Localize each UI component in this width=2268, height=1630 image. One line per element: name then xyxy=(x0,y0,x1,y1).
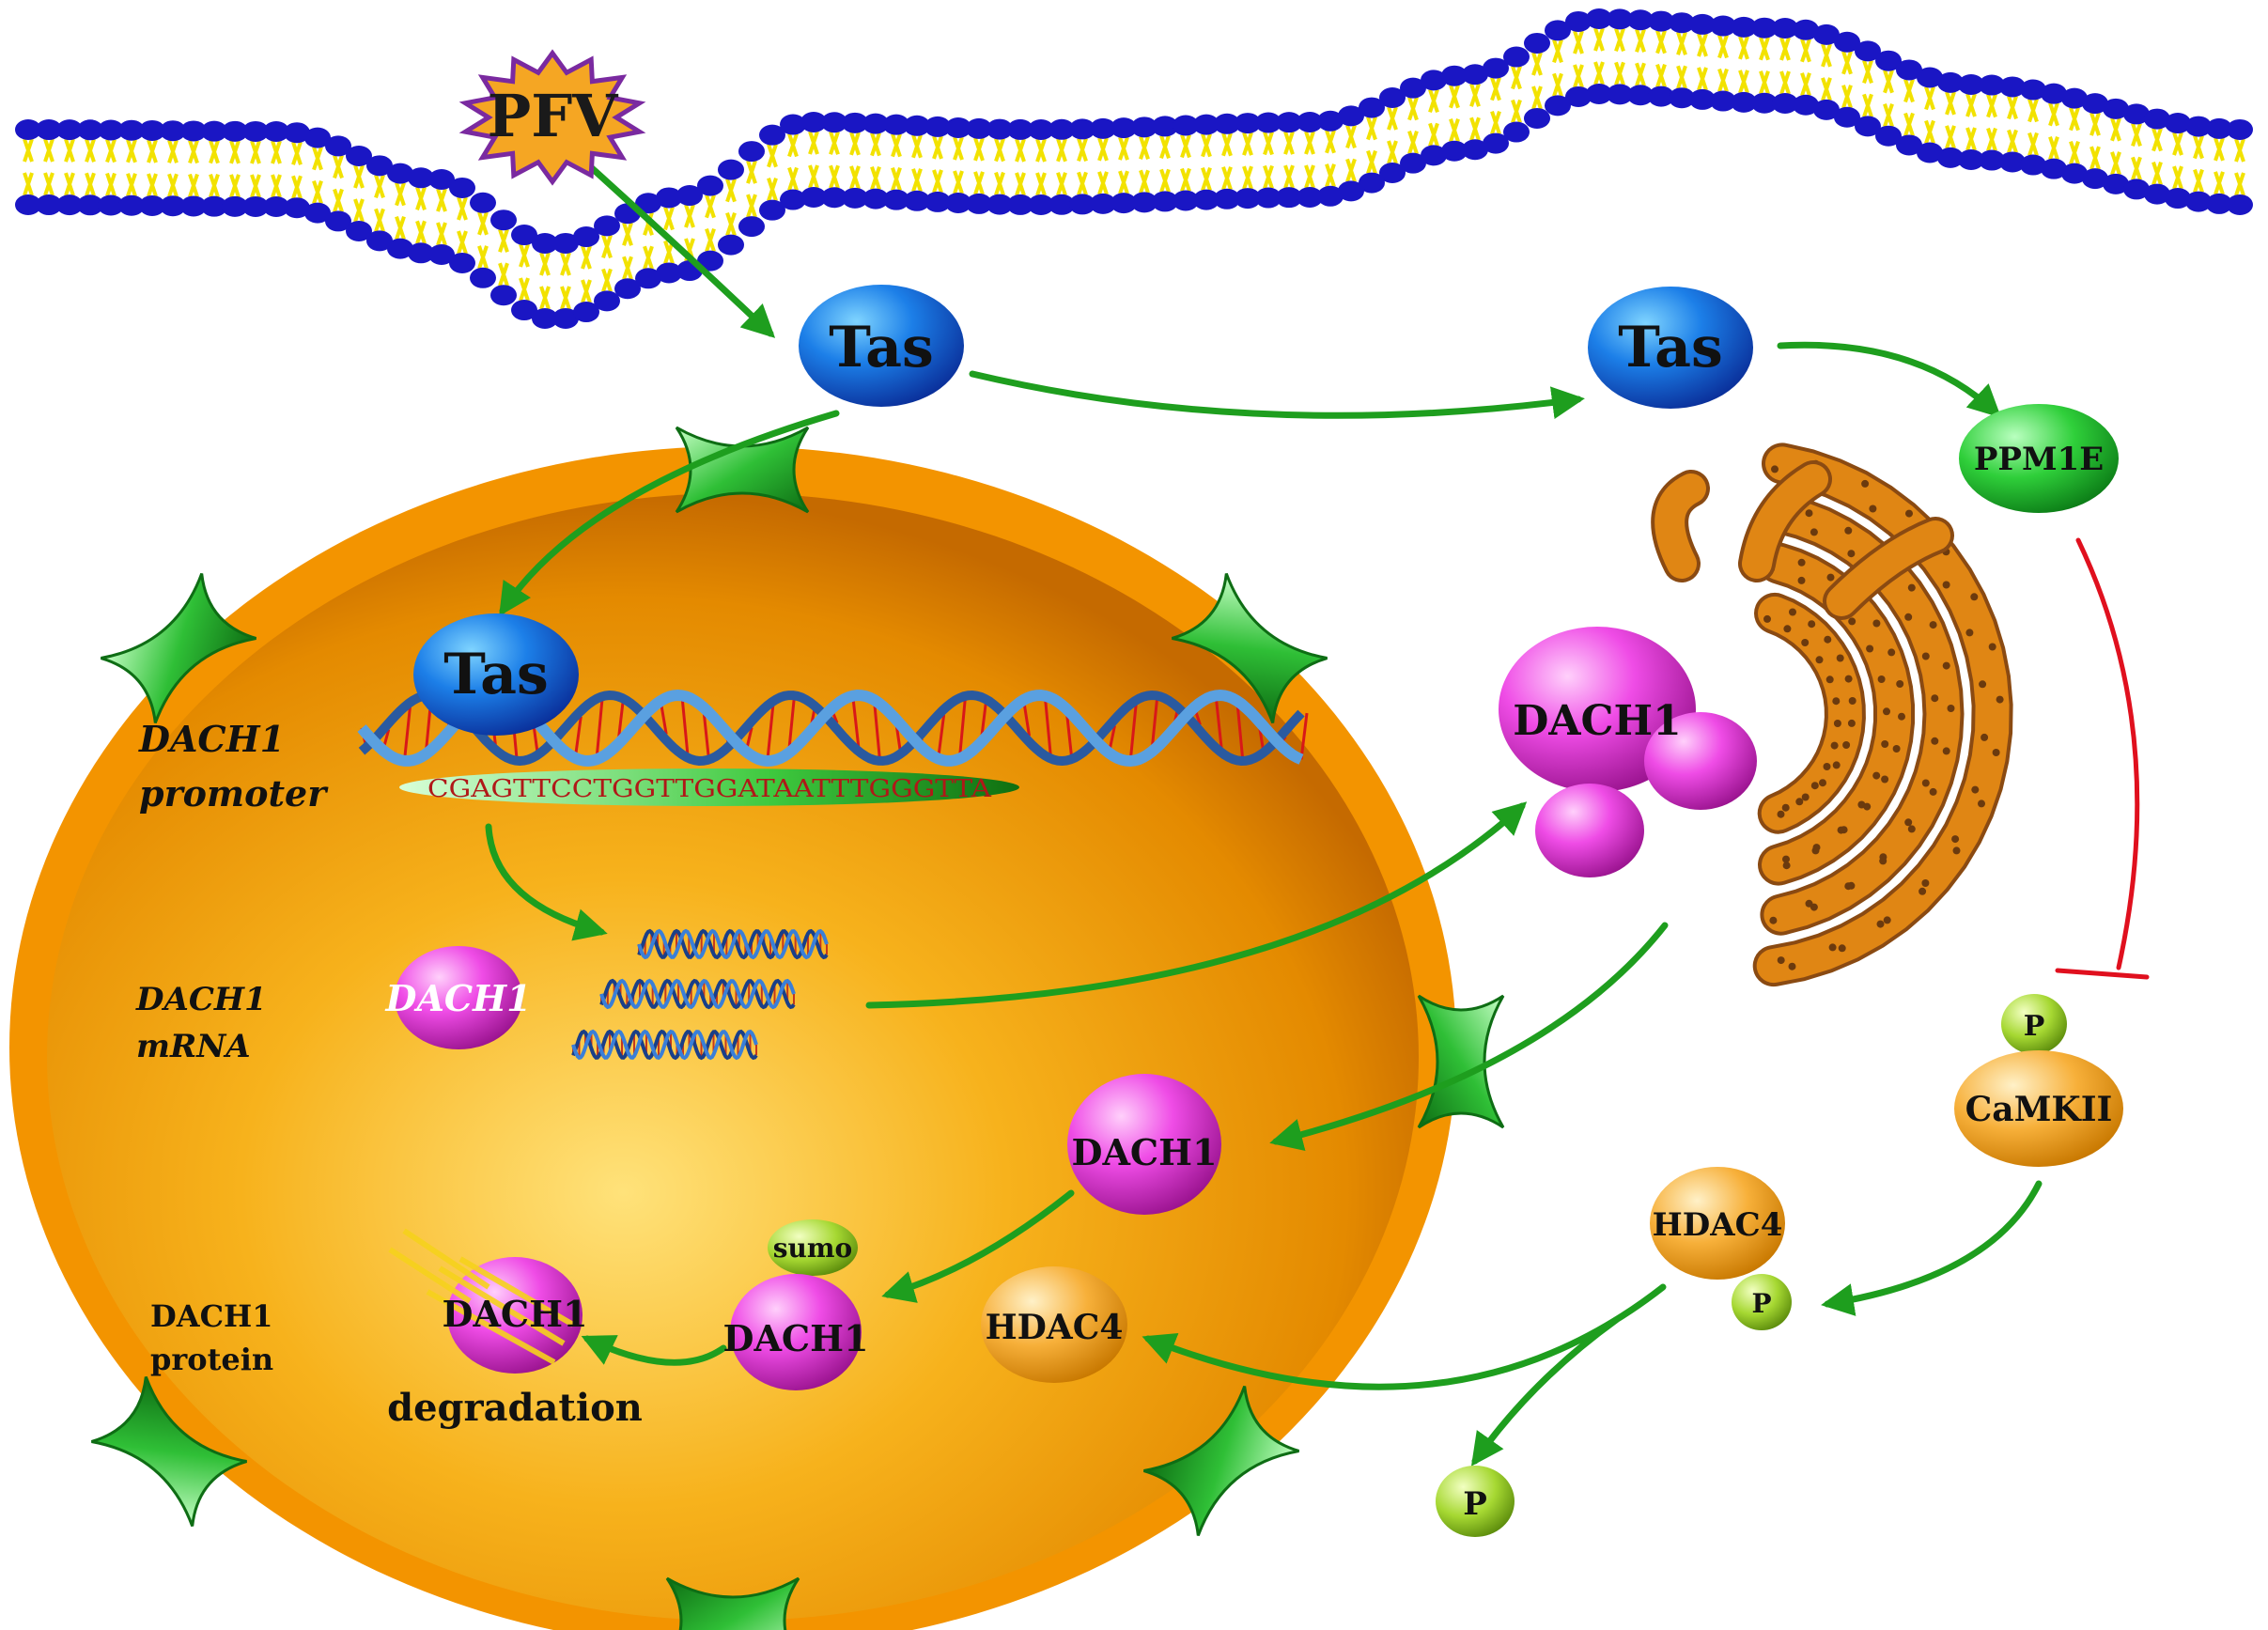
dach1-er-cluster: DACH1 xyxy=(1499,627,1757,877)
tas-entry-node: Tas xyxy=(799,285,964,407)
dach1-mrna-protein: DACH1 xyxy=(384,946,532,1049)
tas-cytoplasm-label: Tas xyxy=(1618,315,1723,380)
pfv-virus: PFV xyxy=(458,49,646,186)
nuclear-pore xyxy=(91,1376,247,1527)
promoter-sequence: CGAGTTCCTGGTTGGATAATTTGGGTTA xyxy=(399,768,1019,806)
arrow-promoter-to-mrna xyxy=(485,823,608,941)
pfv-label: PFV xyxy=(488,82,619,150)
degradation-label: degradation xyxy=(387,1386,643,1430)
ppm1e-label: PPM1E xyxy=(1974,441,2104,478)
p-hdac4-label: P xyxy=(1751,1288,1771,1319)
mrna-side-label-1: DACH1 xyxy=(135,981,267,1018)
p-free-label: P xyxy=(1463,1485,1487,1523)
nuclear-pore xyxy=(1143,1386,1299,1536)
nuclear-pore xyxy=(675,426,810,514)
arrow-hdac4-to-p xyxy=(1470,1316,1620,1467)
tas-cytoplasm-node: Tas xyxy=(1588,287,1753,409)
dach1-sumo-label: DACH1 xyxy=(722,1317,868,1359)
mrna-side-label-2: mRNA xyxy=(136,1028,251,1065)
inhibition-ppm1e-camkii xyxy=(2055,537,2150,980)
hdac4-nucleus-node: HDAC4 xyxy=(981,1266,1127,1383)
nuclear-pore xyxy=(1417,994,1505,1129)
promoter-side-label-2: promoter xyxy=(139,772,329,815)
arrow-pfv-to-tas xyxy=(579,156,776,338)
camkii-node: P CaMKII xyxy=(1954,994,2123,1167)
dach1-nuclear-node: DACH1 xyxy=(1067,1074,1221,1215)
arrow-mrna-to-er xyxy=(865,801,1528,1009)
dach1-mrna-label: DACH1 xyxy=(384,977,531,1019)
sumo-label: sumo xyxy=(773,1233,852,1264)
nuclear-pores xyxy=(91,426,1505,1630)
hdac4-cytoplasm-label: HDAC4 xyxy=(1653,1206,1783,1244)
protein-side-label-2: protein xyxy=(150,1342,273,1377)
dach1-nuclear-label: DACH1 xyxy=(1071,1131,1217,1173)
dach1-er-label: DACH1 xyxy=(1513,697,1682,745)
hdac4-nucleus-label: HDAC4 xyxy=(986,1308,1124,1347)
golgi-apparatus xyxy=(1651,442,2013,987)
dach1-degraded-label: DACH1 xyxy=(442,1293,587,1335)
arrow-camkii-to-hdac4p xyxy=(1821,1180,2043,1316)
nuclear-pore xyxy=(101,573,256,723)
nuclear-pore xyxy=(665,1576,800,1630)
tas-nucleus-label: Tas xyxy=(443,642,549,707)
nuclear-pore xyxy=(1172,573,1328,723)
ppm1e-node: PPM1E xyxy=(1959,404,2119,513)
cell-membrane xyxy=(15,8,2253,329)
promoter-sequence-text: CGAGTTCCTGGTTGGATAATTTGGGTTA xyxy=(427,775,992,803)
p-camkii-label: P xyxy=(2024,1010,2045,1043)
side-labels: DACH1 promoter DACH1 mRNA DACH1 protein xyxy=(135,718,329,1377)
sumo-dach1-complex: sumo DACH1 xyxy=(722,1219,869,1390)
dach1-degraded-node: DACH1 degradation xyxy=(387,1228,643,1430)
free-phosphate-node: P xyxy=(1436,1466,1515,1537)
tas-entry-label: Tas xyxy=(829,315,934,380)
tas-nucleus-node: Tas xyxy=(413,613,579,736)
camkii-label: CaMKII xyxy=(1965,1090,2113,1129)
arrow-tas-to-tas xyxy=(969,370,1585,420)
arrow-sumo-to-degradation xyxy=(581,1335,727,1366)
arrow-er-to-dach1-nuclear xyxy=(1269,922,1669,1151)
hdac4-cytoplasm-node: HDAC4 P xyxy=(1650,1167,1792,1330)
arrow-tas-to-nucleus xyxy=(499,410,840,616)
promoter-side-label-1: DACH1 xyxy=(138,718,285,760)
arrow-tas-to-ppm1e xyxy=(1777,341,2002,418)
protein-side-label-1: DACH1 xyxy=(150,1298,273,1334)
mrna-strands xyxy=(571,928,829,1061)
arrow-dach1-to-sumo xyxy=(881,1189,1075,1303)
